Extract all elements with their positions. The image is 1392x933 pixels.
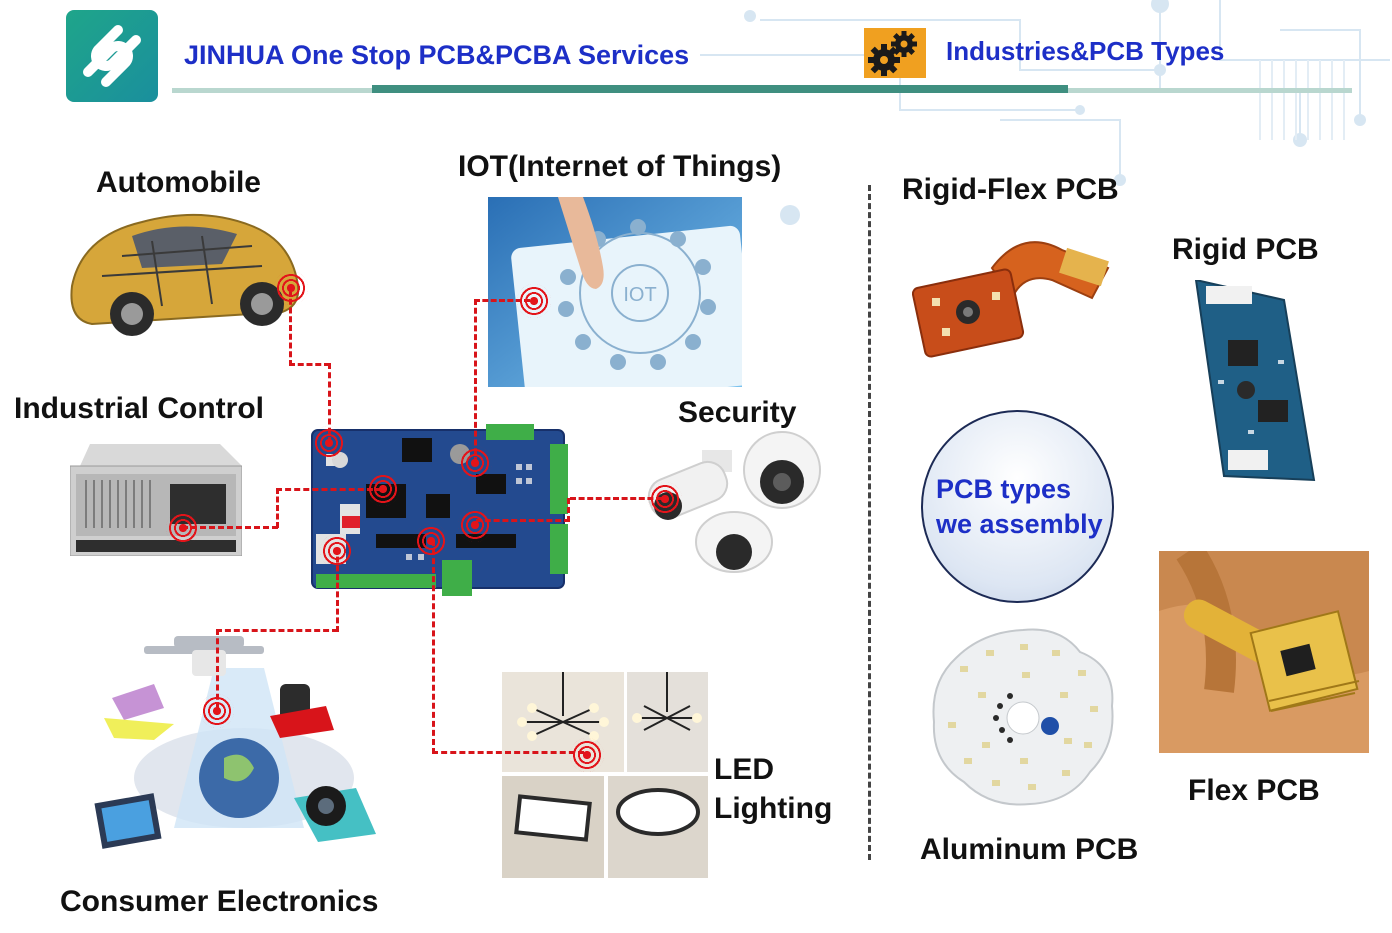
target-marker-security: [648, 482, 682, 516]
target-marker-automobile: [274, 271, 308, 305]
label-security: Security: [678, 396, 797, 429]
link-consumer-a: [336, 548, 339, 632]
label-led-line2: Lighting: [714, 792, 833, 825]
circuit-background-pattern: [700, 0, 1390, 225]
industrial-control-image: [70, 444, 242, 556]
section-title: Industries&PCB Types: [946, 36, 1225, 66]
target-marker-led: [570, 738, 604, 772]
target-marker-pcb-2: [366, 472, 400, 506]
badge-line-1: PCB types: [936, 474, 1072, 504]
link-industrial: [182, 526, 278, 529]
link-iot: [474, 299, 530, 463]
automobile-image: [70, 213, 300, 336]
aluminum-pcb-image: [932, 628, 1114, 806]
section-divider: [868, 185, 871, 860]
pcb-types-badge: [921, 410, 1114, 603]
link-automobile-down: [328, 363, 331, 443]
target-marker-pcb-4: [458, 508, 492, 542]
flex-pcb-image: [1159, 551, 1369, 753]
link-automobile: [289, 290, 330, 366]
security-image: [647, 431, 821, 573]
label-led-line1: LED: [714, 753, 774, 786]
label-automobile: Automobile: [96, 166, 261, 199]
label-industrial-control: Industrial Control: [14, 392, 264, 425]
label-iot: IOT(Internet of Things): [458, 150, 782, 183]
header-divider-accent: [372, 85, 1068, 93]
target-marker-consumer: [200, 694, 234, 728]
badge-line-2: we assembly: [936, 509, 1103, 539]
target-marker-pcb-3: [458, 446, 492, 480]
label-rigid-pcb: Rigid PCB: [1172, 233, 1319, 266]
target-marker-pcb-6: [320, 534, 354, 568]
label-aluminum-pcb: Aluminum PCB: [920, 833, 1139, 866]
link-security-a: [476, 498, 570, 522]
link-security-b: [570, 497, 662, 500]
label-flex-pcb: Flex PCB: [1188, 774, 1320, 807]
target-marker-pcb-1: [312, 426, 346, 460]
target-marker-industrial: [166, 511, 200, 545]
led-lighting-image: [502, 672, 708, 878]
rigid-flex-pcb-image: [912, 241, 1110, 358]
pcb-types-badge-text: PCB types we assembly: [936, 472, 1103, 542]
label-rigid-flex-pcb: Rigid-Flex PCB: [902, 173, 1119, 206]
company-logo: [66, 10, 158, 102]
target-marker-pcb-5: [414, 524, 448, 558]
link-led: [432, 540, 584, 754]
header-title: JINHUA One Stop PCB&PCBA Services: [184, 40, 690, 70]
link-consumer-b: [216, 629, 338, 709]
rigid-pcb-image: [1194, 280, 1316, 482]
target-marker-iot: [517, 284, 551, 318]
link-industrial-top: [276, 488, 382, 528]
svg-text:IOT: IOT: [623, 284, 656, 306]
label-consumer-electronics: Consumer Electronics: [60, 885, 379, 918]
gears-icon: [864, 28, 926, 78]
